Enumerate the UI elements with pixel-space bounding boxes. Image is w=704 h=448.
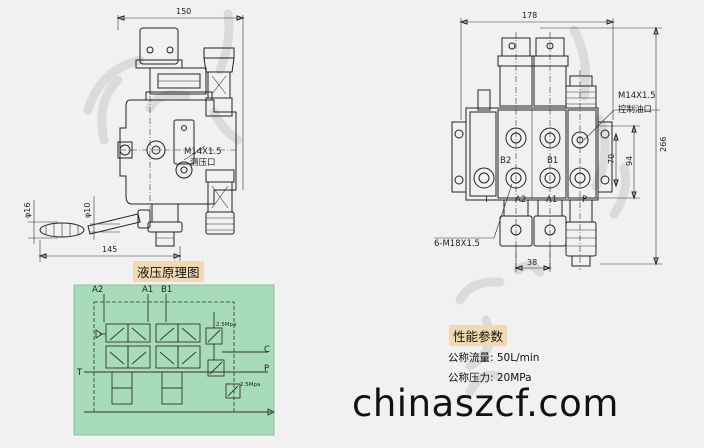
performance-title: 性能参数 [449,325,508,346]
front-port-thread: M14X1.5 [184,147,222,157]
side-view: 178 266 94 70 [434,11,668,272]
front-port-name: 测压口 [190,158,216,168]
schem-relief-1: 2.5Mpa [216,322,236,328]
side-dim-266: 266 [659,137,668,152]
schem-label-c: C [264,345,270,355]
spec-pressure: 公称压力: 20MPa [448,372,532,384]
schem-label-b1: B1 [161,285,172,295]
port-label-t: T [483,195,490,205]
side-bolt-note: 6-M18X1.5 [434,239,480,249]
side-dim-width: 178 [522,11,537,20]
port-label-b1: B1 [547,156,558,166]
schem-label-p: P [264,364,269,374]
background-brush-watermark [83,9,631,397]
side-dim-94: 94 [625,156,634,166]
front-dim-145: 145 [102,245,117,254]
schem-relief-2: 2.5Mpa [240,382,260,388]
schem-label-a2: A2 [92,285,103,295]
port-label-b2: B2 [500,156,511,166]
schem-label-t: T [76,368,83,378]
site-watermark: chinaszcf.com [352,382,619,425]
side-port-name: 控制油口 [618,104,652,115]
front-dim-phi10: φ10 [83,203,92,218]
front-dim-width: 150 [176,7,191,16]
front-view: 150 [23,7,245,262]
schematic-background [73,284,275,436]
side-dim-38: 38 [527,258,537,267]
hydraulic-schematic: A2 A1 B1 T C P 2.5Mpa 2.5Mpa [73,284,276,436]
side-port-thread: M14X1.5 [618,91,656,101]
schem-label-a1: A1 [142,285,153,295]
front-dim-phi16: φ16 [23,203,32,218]
spec-flow: 公称流量: 50L/min [448,352,540,364]
schematic-title: 液压原理图 [133,261,204,282]
